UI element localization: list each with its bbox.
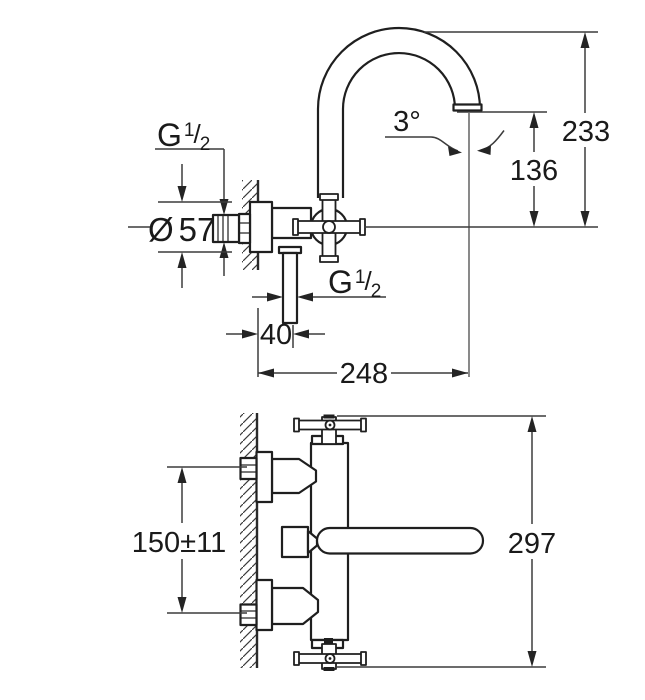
- spout-inner-contour: [341, 51, 457, 198]
- dim-spout-reach: 248: [258, 358, 468, 390]
- cross-handle-top-cap: [319, 193, 339, 201]
- handle-hub: [322, 220, 336, 234]
- dim-wall-offset: 40: [226, 308, 325, 377]
- top-union-connector: [270, 457, 318, 495]
- nipple-thread-lines: [217, 216, 229, 241]
- top-union-nut: [239, 456, 258, 481]
- bottom-handle-hub-dot: [328, 657, 332, 660]
- threaded-nipple: [211, 213, 241, 244]
- bottom-escutcheon: [255, 578, 274, 632]
- overall-height-front-label: 297: [508, 528, 556, 560]
- outlet-pipe: [281, 251, 299, 325]
- spout-base-block: [280, 525, 310, 559]
- cross-handle-left-cap: [292, 218, 299, 236]
- bottom-crossbar-left-cap: [293, 651, 300, 666]
- dim-connection-spacing: 150±11: [132, 466, 247, 614]
- top-escutcheon: [255, 450, 274, 504]
- dim-outlet-height: 136: [457, 111, 558, 227]
- side-view: [211, 26, 483, 325]
- spout-outlet-face: [452, 103, 483, 112]
- top-crossbar-right-cap: [360, 417, 367, 433]
- bottom-union-connector: [270, 586, 320, 626]
- dim-swivel-angle: 3°: [385, 106, 505, 156]
- bottom-crossbar-right-cap: [360, 651, 367, 666]
- swivel-angle-label: 3°: [393, 106, 421, 138]
- bottom-handle-stem-cap: [323, 667, 335, 671]
- top-handle-hub-dot: [328, 423, 332, 427]
- spout-front-profile: [315, 526, 485, 555]
- dim-overall-height-front: 297: [337, 415, 556, 668]
- wall-offset-label: 40: [260, 319, 292, 351]
- wall-escutcheon: [248, 200, 274, 254]
- front-view-dimensions: 150±11 297: [132, 415, 556, 668]
- bottom-handle-seat: [324, 638, 333, 644]
- spout-outer-contour: [316, 26, 482, 198]
- connection-spacing-label: 150±11: [132, 527, 226, 559]
- top-handle-stem-cap: [323, 414, 335, 419]
- union-nut: [237, 212, 252, 245]
- top-crossbar-left-cap: [293, 417, 300, 433]
- dim-overall-height: 233: [424, 31, 610, 227]
- wall-hatching: [240, 413, 257, 668]
- bottom-union-nut: [239, 603, 258, 627]
- spout-reach-label: 248: [340, 358, 388, 390]
- overall-height-label: 233: [562, 116, 610, 148]
- cross-handle-bottom-cap: [319, 255, 339, 263]
- front-view: [239, 413, 485, 671]
- outlet-height-label: 136: [510, 155, 558, 187]
